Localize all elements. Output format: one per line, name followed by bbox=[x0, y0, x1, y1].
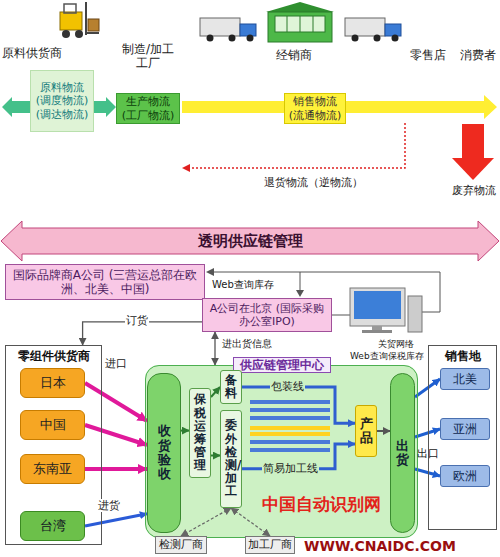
computer-icon bbox=[350, 288, 422, 333]
node-text: 零组件供货商 bbox=[6, 349, 101, 363]
node-text: 台湾 bbox=[40, 518, 66, 534]
text-label: 出口 bbox=[417, 447, 439, 460]
flow-arrow bbox=[211, 455, 220, 457]
vendor-box: 加工厂商 bbox=[245, 536, 295, 554]
prep-box: 备料 bbox=[220, 370, 242, 404]
office-box: A公司在北京 (国际采购办公室IPO) bbox=[202, 298, 332, 332]
text-label: Web查询库存 bbox=[212, 279, 274, 291]
node-text: 生产物流 (工厂物流) bbox=[119, 95, 177, 121]
node-text: A公司在北京 (国际采购办公室IPO) bbox=[205, 302, 329, 328]
flow-arrow bbox=[85, 425, 147, 445]
region-box: 亚洲 bbox=[440, 418, 490, 440]
return-flow-line bbox=[190, 123, 405, 168]
node-text: 产品 bbox=[360, 417, 373, 446]
product-box: 产品 bbox=[355, 405, 377, 457]
waste-arrow bbox=[462, 124, 484, 158]
text-label: 原料供货商 bbox=[2, 46, 62, 60]
banner-arrow: 透明供应链管理 bbox=[0, 220, 500, 262]
node-text: 北美 bbox=[453, 372, 477, 386]
node-text: 保税运筹管理 bbox=[194, 393, 206, 472]
supplier-panel: 零组件供货商日本中国东南亚台湾 bbox=[5, 345, 102, 545]
warehouse-icon bbox=[266, 2, 334, 42]
center-region-fill bbox=[145, 365, 418, 538]
region-box: 欧洲 bbox=[440, 465, 490, 487]
node-text: 收货验收 bbox=[158, 424, 171, 481]
flow-box: 原料物流 (调度物流) (调达物流) bbox=[30, 70, 94, 132]
text-label: 退货物流（逆物流） bbox=[264, 176, 363, 189]
web-query-head bbox=[296, 290, 304, 297]
flow-arrow bbox=[85, 467, 147, 471]
vendor-box: 检测厂商 bbox=[155, 536, 207, 554]
flow-box: 生产物流 (工厂物流) bbox=[116, 93, 180, 124]
country-box: 日本 bbox=[20, 368, 85, 398]
edge-label: 进货 bbox=[97, 499, 121, 512]
double-arrow-outline bbox=[1, 221, 499, 261]
flow-arrow bbox=[85, 514, 147, 526]
outsource-box: 委外检测/加工 bbox=[220, 410, 242, 508]
company-box: 国际品牌商A公司 (三营运总部在欧洲、北美、中国) bbox=[5, 264, 205, 300]
node-text: 亚洲 bbox=[453, 422, 477, 436]
waste-arrow bbox=[452, 158, 494, 180]
web-query-head bbox=[206, 268, 214, 276]
return-flow-head bbox=[182, 164, 190, 172]
country-box: 东南亚 bbox=[20, 454, 85, 484]
flow-box: 销售物流 (流通物流) bbox=[284, 93, 346, 124]
flow-arrow bbox=[85, 383, 147, 421]
text-label: 关贸网络 bbox=[378, 339, 414, 350]
country-box: 中国 bbox=[20, 410, 85, 440]
node-text: 国际品牌商A公司 (三营运总部在欧洲、北美、中国) bbox=[8, 268, 202, 297]
text-label: 零售店 bbox=[410, 48, 446, 62]
truck-icon bbox=[345, 18, 401, 42]
line-stripes bbox=[250, 400, 330, 452]
text-label: 进口 bbox=[105, 357, 127, 370]
receive-bar: 收货验收 bbox=[147, 373, 181, 533]
flow-arrow bbox=[211, 387, 220, 397]
node-text: 委外检测/加工 bbox=[225, 419, 237, 498]
forklift-icon bbox=[60, 2, 99, 38]
text-label: Web查询保税库存 bbox=[350, 351, 424, 362]
node-text: 供应链管理中心 bbox=[233, 357, 331, 373]
bonded-box: 保税运筹管理 bbox=[189, 388, 211, 478]
node-text: 透明供应链管理 bbox=[198, 232, 303, 250]
edge-label: 订货 bbox=[125, 314, 149, 327]
node-text: 检测厂商 bbox=[159, 538, 203, 551]
edge-label: 简易加工线 bbox=[262, 462, 319, 475]
node-text: 销售地 bbox=[429, 349, 496, 363]
ship-bar: 出货 bbox=[390, 373, 415, 533]
market-panel: 销售地北美亚洲欧洲 bbox=[428, 345, 497, 530]
region-box: 北美 bbox=[440, 368, 490, 390]
node-text: 加工厂商 bbox=[248, 538, 292, 551]
node-text: 欧洲 bbox=[453, 469, 477, 483]
node-text: 东南亚 bbox=[33, 461, 72, 477]
node-text: 销售物流 (流通物流) bbox=[287, 95, 343, 121]
edge-label: 进出货信息 bbox=[221, 338, 273, 350]
node-text: 原料物流 (调度物流) (调达物流) bbox=[33, 81, 91, 121]
text-label: 废弃物流 bbox=[452, 184, 496, 197]
text-label: 消费者 bbox=[460, 48, 496, 62]
network-line bbox=[332, 315, 350, 316]
flow-arrow bbox=[377, 430, 390, 432]
text-label: WWW.CNAIDC.COM bbox=[304, 538, 456, 555]
web-query-line bbox=[300, 272, 301, 292]
text-label: 经销商 bbox=[276, 48, 312, 62]
flow-arrow bbox=[181, 430, 189, 432]
country-box: 台湾 bbox=[20, 511, 85, 541]
flow-arrow bbox=[214, 332, 215, 365]
node-text: 备料 bbox=[225, 374, 237, 400]
edge-label: 包装线 bbox=[270, 380, 305, 393]
flow-arrow bbox=[181, 508, 231, 536]
node-text: 中国 bbox=[40, 417, 66, 433]
node-text: 出货 bbox=[396, 439, 409, 468]
text-label: 中国自动识别网 bbox=[262, 494, 381, 514]
node-text: 日本 bbox=[40, 375, 66, 391]
truck-icon bbox=[200, 18, 256, 42]
text-label: 制造/加工 工厂 bbox=[116, 42, 180, 71]
